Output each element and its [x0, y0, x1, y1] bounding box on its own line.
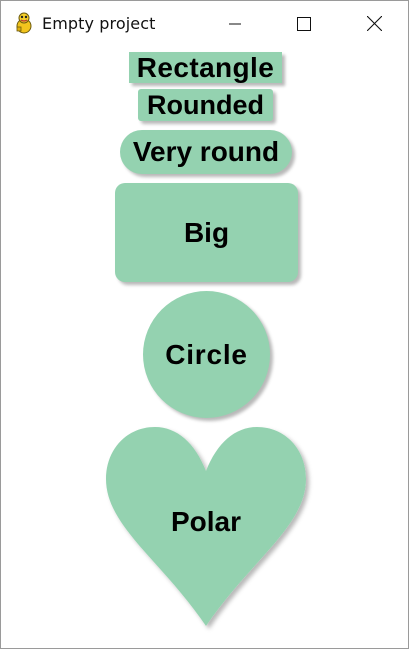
window-title: Empty project — [42, 14, 156, 33]
rectangle-shape[interactable]: Rectangle — [129, 52, 282, 83]
big-shape[interactable]: Big — [115, 183, 298, 282]
close-button[interactable] — [351, 1, 397, 46]
circle-shape[interactable]: Circle — [143, 291, 270, 418]
very-round-shape[interactable]: Very round — [120, 130, 292, 174]
heart-icon — [106, 427, 306, 626]
rounded-label: Rounded — [147, 89, 264, 120]
big-label: Big — [183, 216, 230, 248]
rounded-shape[interactable]: Rounded — [138, 89, 273, 121]
very-round-label: Very round — [132, 136, 280, 167]
minimize-icon — [229, 18, 241, 30]
maximize-icon — [297, 16, 311, 31]
polar-label: Polar — [170, 506, 242, 537]
content-area: Rectangle Rounded Very round Big Circle … — [1, 46, 408, 648]
maximize-button[interactable] — [281, 1, 327, 46]
circle-label: Circle — [165, 338, 248, 370]
polar-heart-shape[interactable]: Polar — [97, 421, 315, 636]
app-icon — [13, 12, 35, 34]
rectangle-label: Rectangle — [136, 51, 275, 83]
close-icon — [366, 16, 382, 31]
title-bar[interactable]: Empty project — [1, 1, 408, 46]
minimize-button[interactable] — [212, 1, 258, 46]
